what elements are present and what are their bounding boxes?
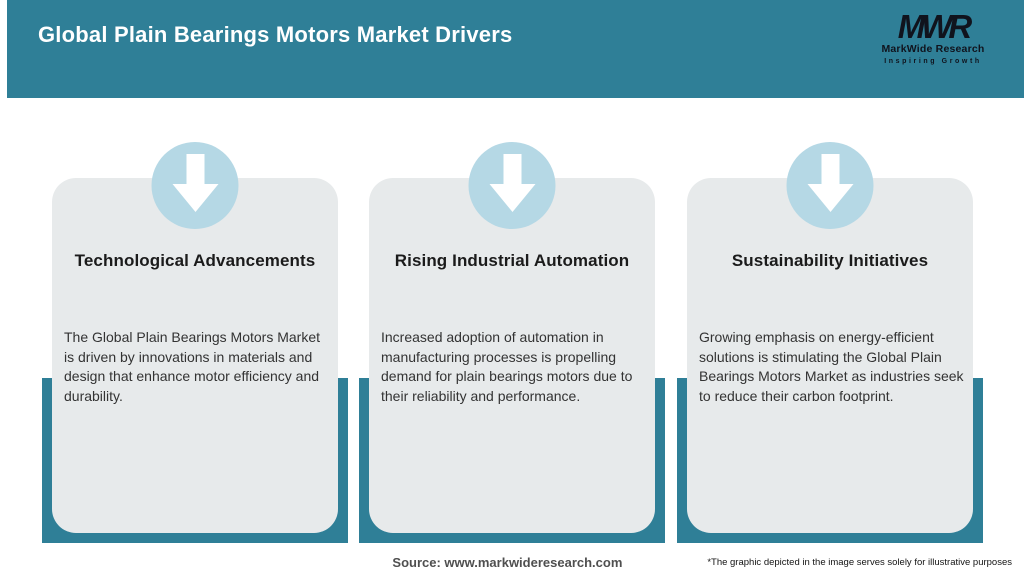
icon-circle: [786, 142, 874, 229]
card-title: Rising Industrial Automation: [394, 251, 630, 270]
card-title: Technological Advancements: [74, 251, 316, 270]
icon-circle: [151, 142, 239, 229]
driver-column-3: Sustainability Initiatives Growing empha…: [677, 0, 983, 576]
icon-circle: [468, 142, 556, 229]
logo-monogram: MWR: [897, 8, 972, 45]
down-arrow-icon: [172, 153, 218, 212]
driver-card: Technological Advancements The Global Pl…: [52, 178, 338, 533]
driver-column-2: Rising Industrial Automation Increased a…: [359, 0, 665, 576]
card-body: The Global Plain Bearings Motors Market …: [64, 329, 320, 404]
logo-name: MarkWide Research: [881, 43, 985, 55]
card-body: Increased adoption of automation in manu…: [381, 329, 633, 404]
driver-column-1: Technological Advancements The Global Pl…: [42, 0, 348, 576]
disclaimer-text: *The graphic depicted in the image serve…: [707, 557, 1012, 568]
page-title: Global Plain Bearings Motors Market Driv…: [38, 22, 513, 47]
logo-tagline: Inspiring Growth: [884, 57, 982, 65]
card-body: Growing emphasis on energy-efficient sol…: [699, 329, 964, 404]
down-arrow-icon: [807, 153, 853, 212]
driver-card: Rising Industrial Automation Increased a…: [369, 178, 655, 533]
source-text: Source: www.markwideresearch.com: [392, 555, 623, 570]
card-title: Sustainability Initiatives: [731, 251, 929, 270]
driver-card: Sustainability Initiatives Growing empha…: [687, 178, 973, 533]
down-arrow-icon: [489, 153, 535, 212]
header-bar: Global Plain Bearings Motors Market Driv…: [7, 0, 1024, 98]
markwide-research-logo: MWR MarkWide Research Inspiring Growth: [858, 10, 1008, 65]
